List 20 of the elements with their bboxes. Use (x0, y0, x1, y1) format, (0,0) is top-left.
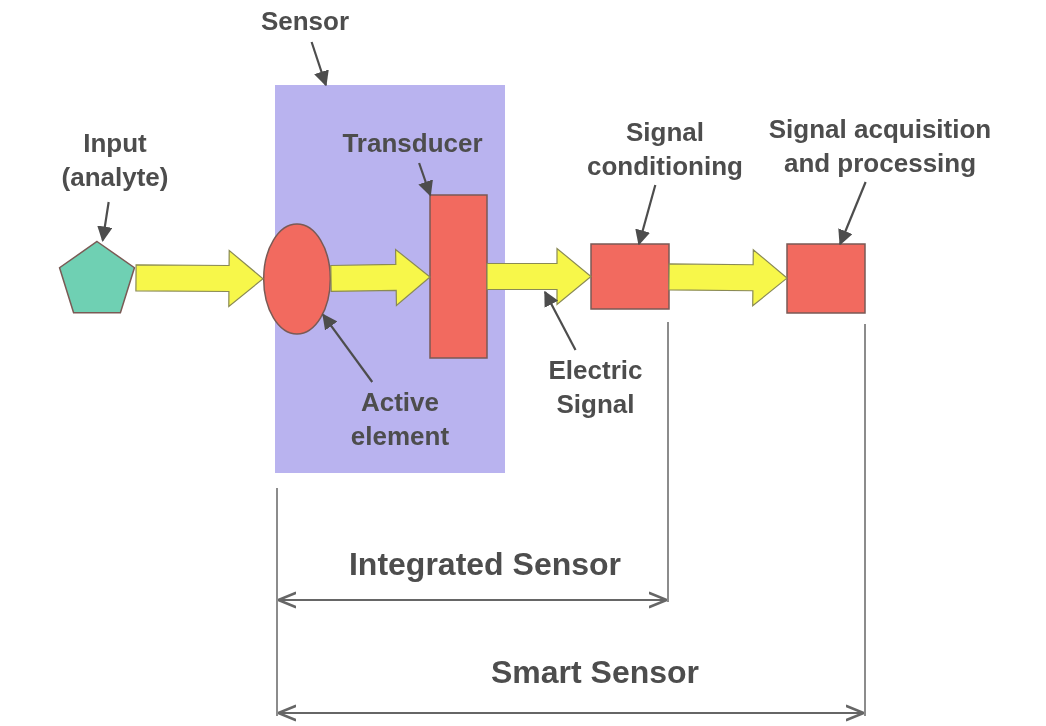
node-label: Input (analyte) (60, 127, 170, 194)
leader-line (838, 181, 867, 246)
leader-line (97, 201, 113, 242)
node-label: Transducer (342, 127, 483, 161)
block-arrow (135, 249, 264, 308)
block-arrow (330, 248, 431, 307)
dimension-label: Integrated Sensor (347, 546, 623, 583)
leader-line (310, 41, 329, 87)
leader-line (635, 184, 657, 246)
leader-line (322, 313, 374, 383)
node-label: Sensor (260, 5, 350, 39)
node-label: Signal conditioning (586, 116, 744, 183)
leader-line (418, 162, 433, 197)
dimension-label: Smart Sensor (489, 654, 701, 691)
block-arrow (486, 247, 592, 306)
node-label: Active element (349, 386, 451, 453)
leader-line (544, 290, 577, 351)
node-label: Signal acquisition and processing (767, 113, 993, 180)
node-label: Electric Signal (547, 354, 644, 421)
block-arrow (668, 248, 788, 307)
